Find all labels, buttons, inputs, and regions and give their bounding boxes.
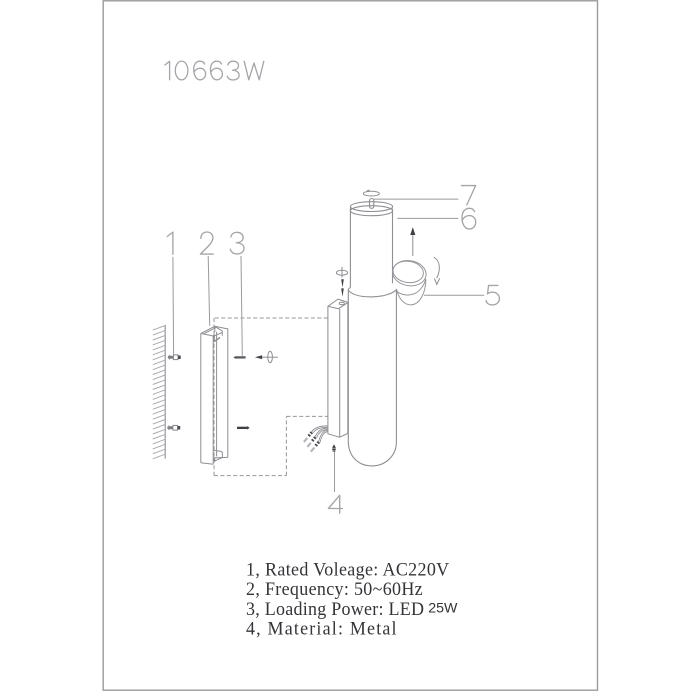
svg-text:25W: 25W: [428, 600, 458, 616]
svg-text:1, Rated Voleage: AC220V: 1, Rated Voleage: AC220V: [246, 559, 450, 579]
svg-text:2, Frequency: 50~60Hz: 2, Frequency: 50~60Hz: [246, 579, 423, 599]
svg-text:4, Material: Metal: 4, Material: Metal: [246, 618, 398, 638]
svg-text:3, Loading Power: LED: 3, Loading Power: LED: [246, 598, 424, 618]
